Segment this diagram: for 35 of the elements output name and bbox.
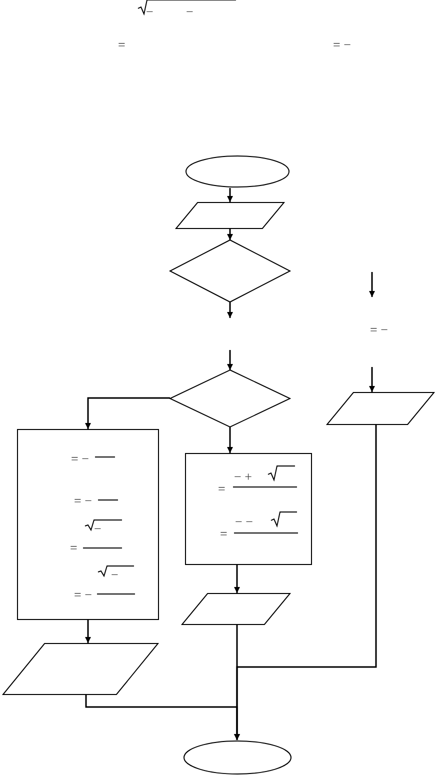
arrow bbox=[369, 367, 375, 392]
process-box bbox=[17, 429, 159, 620]
arrow bbox=[85, 620, 91, 643]
terminator-ellipse bbox=[185, 155, 290, 188]
arrow bbox=[227, 350, 233, 370]
arrow bbox=[227, 188, 233, 202]
equation-text: = bbox=[70, 541, 78, 555]
equation-text: = bbox=[118, 38, 126, 52]
equation-text: = − bbox=[71, 452, 89, 466]
io-parallelogram bbox=[182, 593, 290, 625]
equation-text: = − bbox=[333, 38, 351, 52]
equation-text: − − bbox=[235, 515, 253, 529]
arrow bbox=[234, 425, 377, 740]
equation-text: = bbox=[220, 527, 228, 541]
io-parallelogram bbox=[3, 643, 158, 695]
equation-text: − bbox=[94, 522, 102, 536]
equation-text: = − bbox=[74, 588, 92, 602]
terminator-ellipse bbox=[183, 740, 292, 775]
arrow bbox=[227, 302, 233, 318]
equation-text: − bbox=[111, 568, 118, 582]
decision-diamond bbox=[170, 370, 290, 427]
arrow bbox=[234, 565, 240, 593]
equation-text: − + bbox=[234, 470, 252, 484]
equation-text: − bbox=[146, 5, 154, 19]
decision-diamond bbox=[170, 240, 290, 302]
process-box bbox=[185, 453, 312, 565]
equation-text: − bbox=[186, 5, 194, 19]
io-parallelogram bbox=[327, 392, 434, 425]
equation-text: = − bbox=[74, 494, 92, 508]
arrow bbox=[227, 427, 233, 453]
arrow bbox=[85, 397, 170, 429]
equation-text: = − bbox=[370, 323, 388, 337]
io-parallelogram bbox=[176, 202, 284, 229]
equation-text: = bbox=[218, 482, 226, 496]
arrow bbox=[227, 229, 233, 240]
